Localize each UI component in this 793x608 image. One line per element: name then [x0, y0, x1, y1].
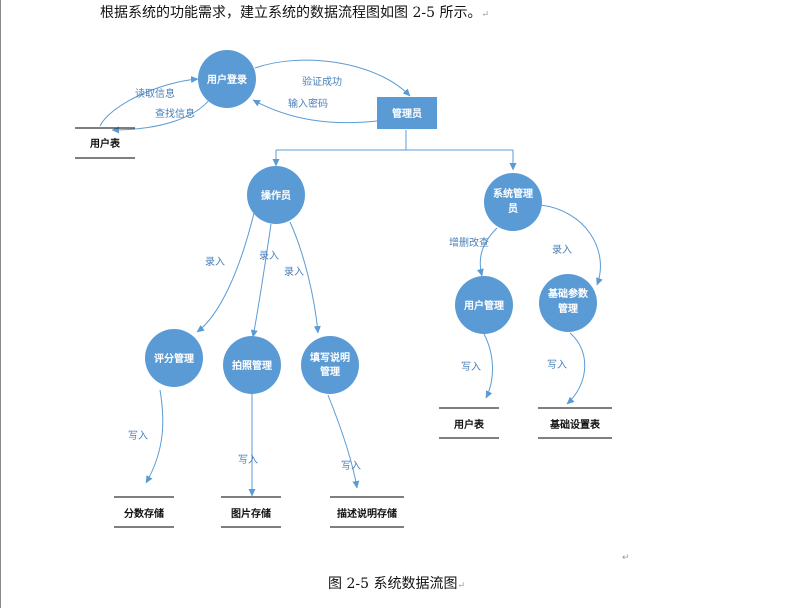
base-param-label-line1: 基础参数 [547, 287, 589, 300]
flow-usermgmt-to-table [483, 333, 493, 399]
flow-label-read-info: 读取信息 [135, 87, 175, 100]
store-image: 图片存储 [221, 496, 281, 528]
flow-score-to-store [145, 389, 164, 484]
photo-management-label: 拍照管理 [232, 359, 272, 372]
node-user-management: 用户管理 [455, 276, 513, 334]
node-base-param-management: 基础参数 管理 [539, 274, 597, 332]
flow-operator-to-score [196, 212, 255, 333]
flow-admin-to-login [252, 99, 378, 124]
node-score-management: 评分管理 [145, 329, 203, 387]
store-user-table: 用户表 [439, 407, 499, 439]
flow-baseparam-to-table [566, 332, 586, 405]
flow-label-write-user: 写入 [461, 361, 481, 373]
flow-label-enter-desc: 录入 [284, 266, 304, 278]
flow-label-crud: 增删改查 [449, 236, 489, 249]
caption-paragraph-mark: ↵ [457, 581, 465, 591]
intro-text: 根据系统的功能需求，建立系统的数据流程图如图 2-5 所示。 [100, 5, 482, 21]
flow-label-enter-score: 录入 [205, 256, 225, 268]
operator-label: 操作员 [261, 189, 291, 202]
flow-label-write-desc: 写入 [341, 460, 361, 472]
photo-management-circle [223, 336, 281, 394]
fill-description-circle [301, 336, 359, 394]
flow-label-find-info: 查找信息 [155, 107, 195, 120]
flow-desc-to-store [327, 394, 360, 489]
system-admin-label-line1: 系统管理 [493, 187, 533, 200]
admin-box [377, 97, 437, 129]
user-login-label: 用户登录 [206, 73, 247, 86]
store-description: 描述说明存储 [330, 496, 404, 528]
user-table-top-label: 用户表 [89, 137, 121, 150]
node-user-login: 用户登录 [198, 50, 256, 108]
flow-label-write-photo: 写入 [238, 454, 258, 466]
flow-label-write-param: 写入 [547, 359, 567, 371]
base-settings-label: 基础设置表 [549, 418, 601, 431]
paragraph-mark-empty-line: ↵ [622, 553, 630, 563]
store-user-table-top: 用户表 [75, 127, 135, 159]
flow-login-to-user-table [111, 98, 211, 134]
score-management-circle [145, 329, 203, 387]
node-system-admin: 系统管理 员 [484, 173, 542, 231]
flow-label-input-pwd: 输入密码 [288, 97, 328, 110]
image-store-label: 图片存储 [231, 507, 271, 520]
user-login-circle [198, 50, 256, 108]
flow-label-enter-photo: 录入 [259, 250, 279, 262]
system-admin-label-line2: 员 [508, 203, 518, 215]
figure-caption: 图 2-5 系统数据流图↵ [0, 573, 793, 593]
score-management-label: 评分管理 [154, 352, 194, 365]
node-admin: 管理员 [377, 97, 437, 129]
base-param-label-line2: 管理 [558, 302, 578, 315]
node-fill-description: 填写说明 管理 [301, 336, 359, 394]
paragraph-mark: ↵ [481, 10, 489, 20]
node-photo-management: 拍照管理 [223, 336, 281, 394]
user-table-label: 用户表 [453, 418, 485, 431]
flow-operator-to-desc [289, 221, 321, 334]
flow-operator-to-photo [250, 223, 272, 338]
fill-description-label-line2: 管理 [320, 365, 340, 378]
node-operator: 操作员 [247, 166, 305, 224]
admin-label: 管理员 [392, 107, 422, 120]
description-store-label: 描述说明存储 [337, 507, 397, 520]
store-base-settings: 基础设置表 [538, 407, 612, 439]
caption-text: 图 2-5 系统数据流图 [328, 576, 458, 592]
store-score: 分数存储 [114, 496, 174, 528]
flow-label-enter-param: 录入 [552, 244, 572, 256]
fill-description-label-line1: 填写说明 [310, 351, 350, 364]
intro-paragraph: 根据系统的功能需求，建立系统的数据流程图如图 2-5 所示。↵ [100, 2, 489, 22]
flow-sysadmin-to-usermgmt [476, 227, 498, 277]
flow-label-verify-ok: 验证成功 [302, 75, 342, 88]
flow-label-write-score: 写入 [128, 430, 148, 442]
page-left-border [0, 0, 1, 608]
user-management-circle [455, 276, 513, 334]
score-store-label: 分数存储 [124, 507, 164, 520]
flow-user-table-to-login [99, 76, 199, 127]
flow-sysadmin-to-baseparam [539, 204, 603, 286]
system-admin-circle [484, 173, 542, 231]
user-management-label: 用户管理 [463, 299, 504, 312]
operator-circle [247, 166, 305, 224]
base-param-circle [539, 274, 597, 332]
flow-login-to-admin [254, 59, 411, 97]
